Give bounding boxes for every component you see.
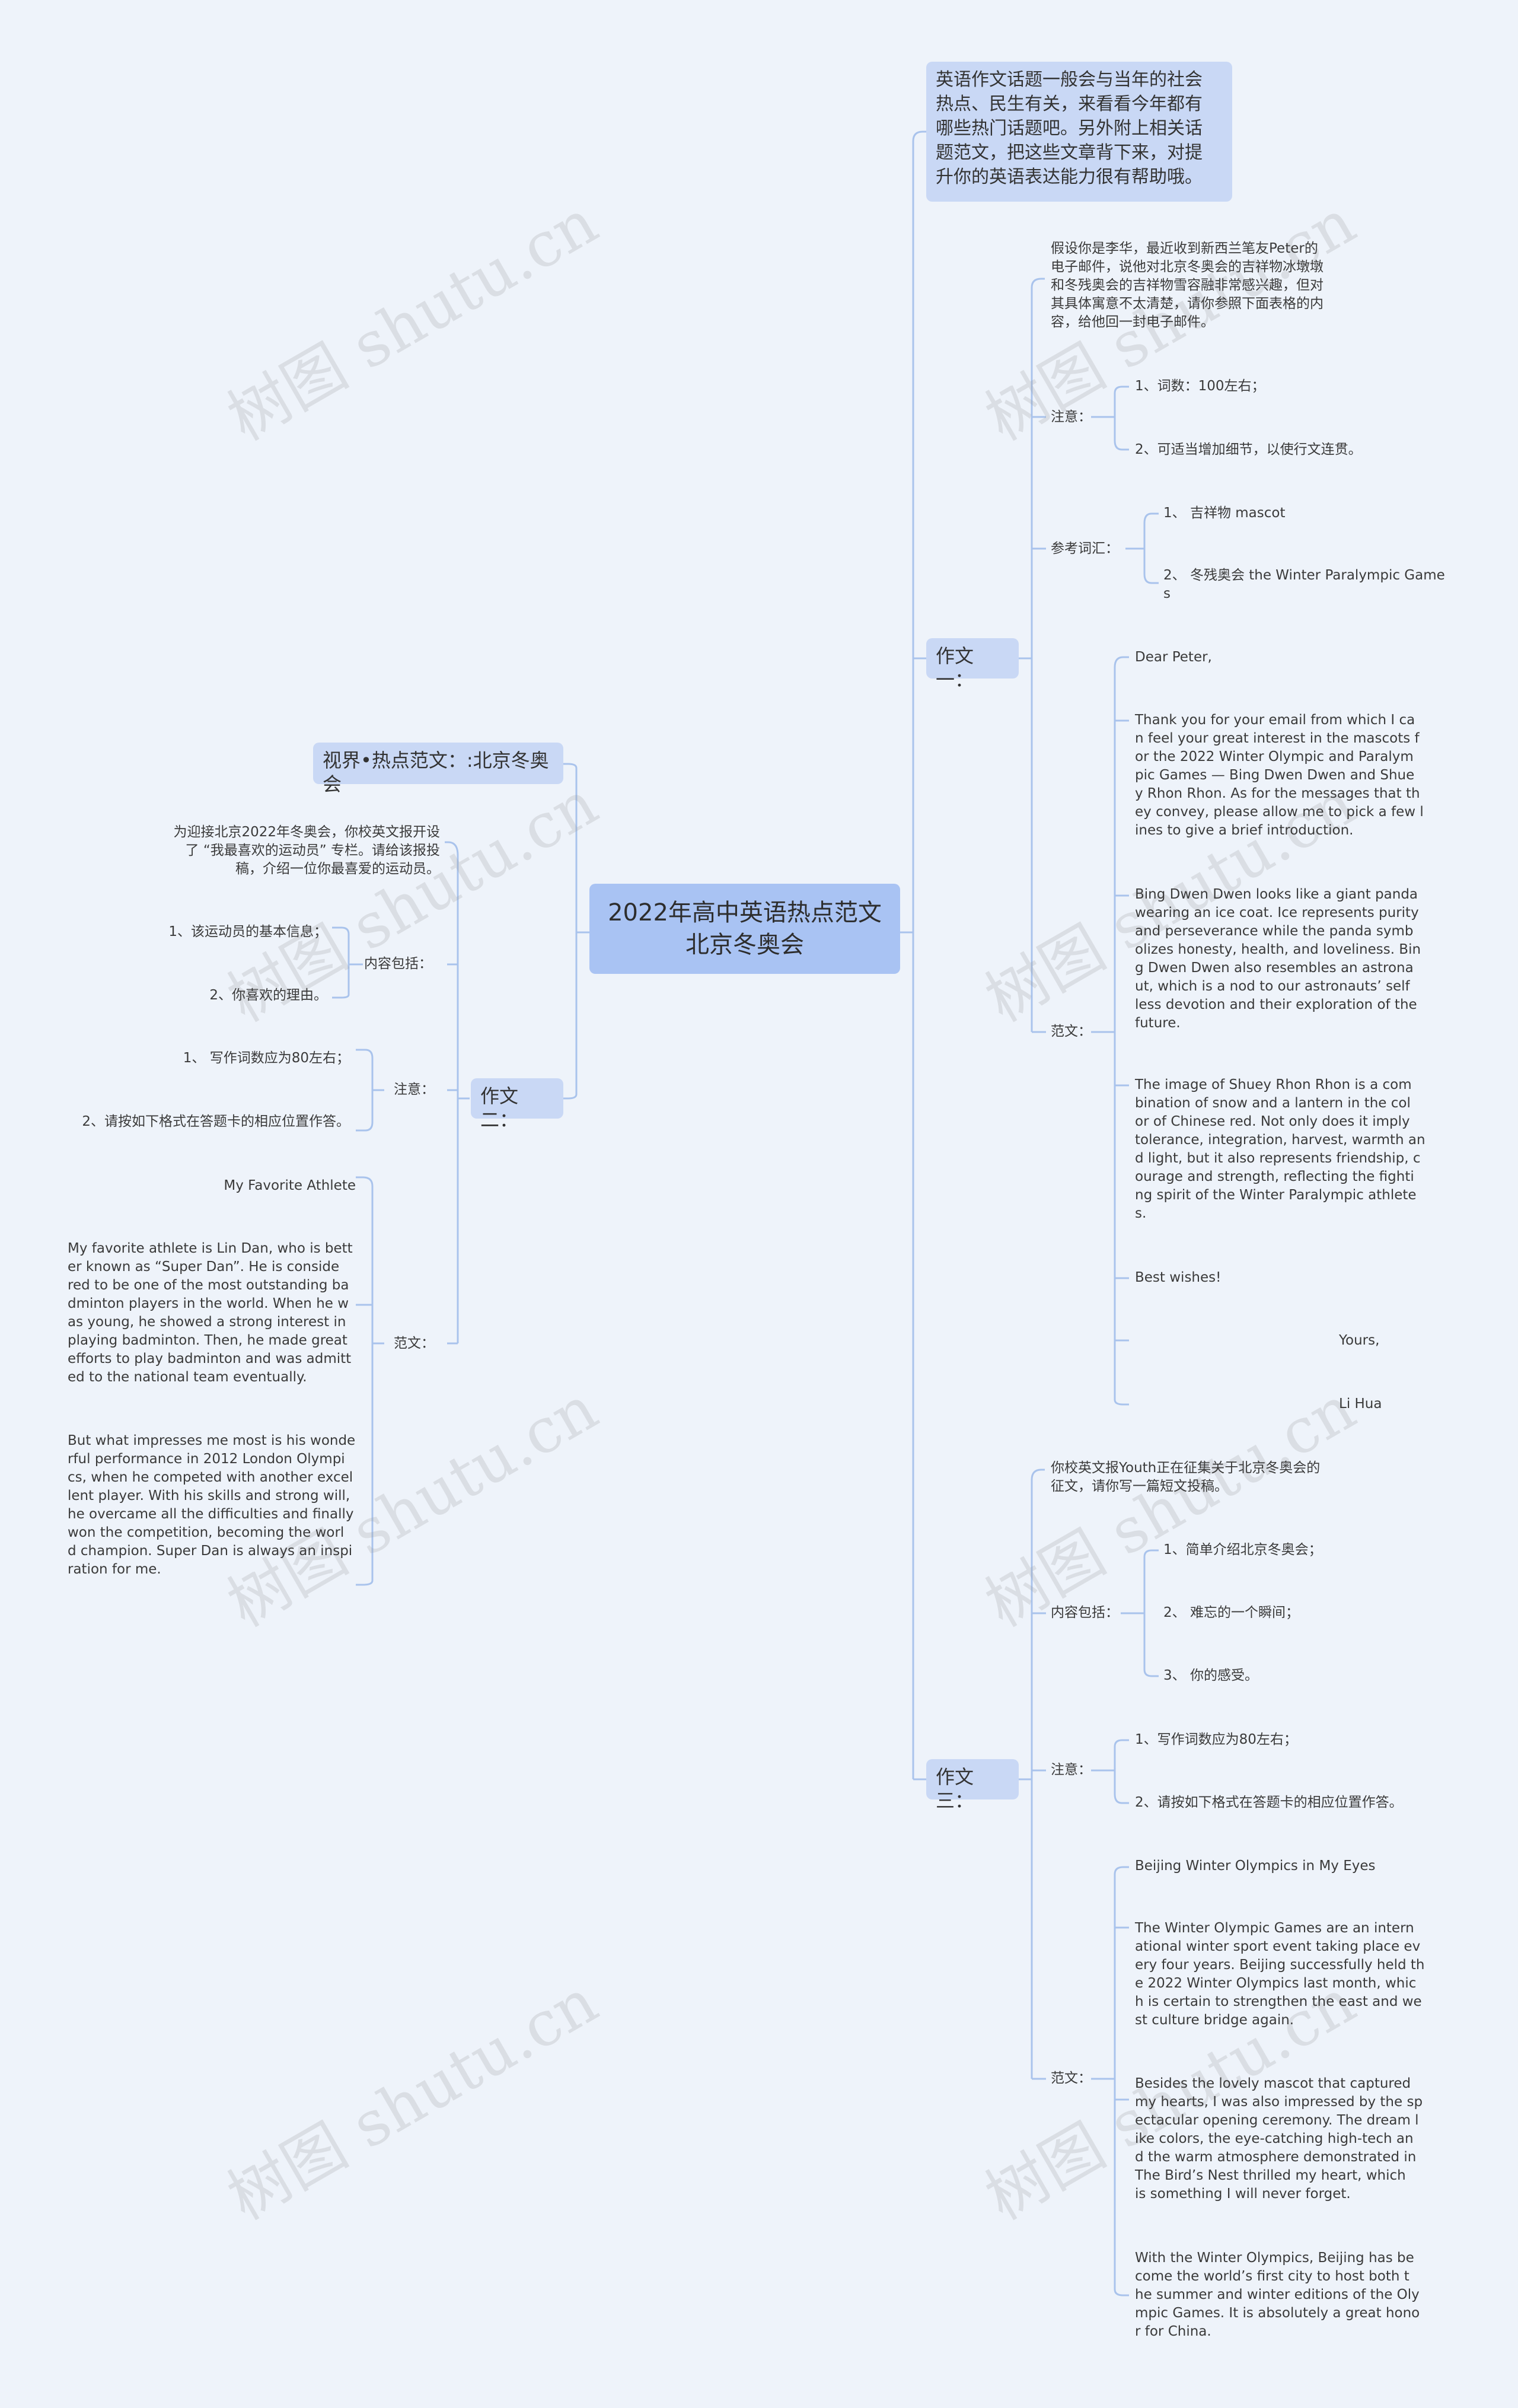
essay1-prompt: 假设你是李华，最近收到新西兰笔友Peter的 电子邮件，说他对北京冬奥会的吉祥物… [1051, 241, 1324, 330]
essay3-note-1: 1、写作词数应为80左右； [1135, 1732, 1297, 1747]
essay1-sample-name: Li Hua [1339, 1396, 1382, 1412]
intro-node[interactable]: 英语作文话题一般会与当年的社会 热点、民生有关，来看看今年都有 哪些热门话题吧。… [926, 62, 1232, 202]
essay3-content-3: 3、 你的感受。 [1163, 1668, 1258, 1683]
essay1-sample-paragraph: Thank you for your email from which I ca… [1135, 712, 1424, 838]
essay2-prompt: 为迎接北京2022年冬奥会，你校英文报开设 了 “我最喜欢的运动员” 专栏。请给… [173, 824, 440, 877]
essay3-sample-paragraph: Besides the lovely mascot that captured … [1135, 2076, 1423, 2202]
essay3-content-2: 2、 难忘的一个瞬间； [1163, 1605, 1299, 1620]
essay2-content-1: 1、该运动员的基本信息； [168, 924, 327, 939]
essay1-sample-paragraph: Bing Dwen Dwen looks like a giant panda … [1135, 887, 1421, 1031]
essay1-sample-closing: Best wishes! [1135, 1270, 1222, 1285]
essay1-note-label: 注意： [1051, 409, 1092, 425]
essay3-content-label: 内容包括： [1051, 1605, 1119, 1620]
essay3-content-1: 1、简单介绍北京冬奥会； [1163, 1542, 1322, 1557]
essay2-content-2: 2、你喜欢的理由。 [209, 988, 327, 1003]
essay3-sample-title: Beijing Winter Olympics in My Eyes [1135, 1858, 1376, 1874]
essay1-note-1: 1、词数：100左右； [1135, 378, 1265, 394]
essay2-note-2: 2、请按如下格式在答题卡的相应位置作答。 [82, 1114, 350, 1129]
essay2-note-1: 1、 写作词数应为80左右； [183, 1050, 350, 1066]
essay3-sample-label: 范文： [1051, 2071, 1092, 2086]
essay3-node[interactable]: 作文三： [926, 1759, 1019, 1812]
essay2-sample-label: 范文： [394, 1336, 435, 1351]
essay2-node[interactable]: 作文二： [471, 1078, 563, 1131]
essay3-sample-paragraph: The Winter Olympic Games are an intern a… [1135, 1920, 1425, 2028]
essay1-sample-greeting: Dear Peter, [1135, 649, 1212, 665]
essay2-title-node[interactable]: 视界•热点范文：:北京冬奥会 [313, 743, 563, 795]
essay3-sample-paragraph: With the Winter Olympics, Beijing has be… [1135, 2250, 1420, 2339]
essay1-note-2: 2、可适当增加细节，以使行文连贯。 [1135, 442, 1362, 457]
essay2-sample-title: My Favorite Athlete [224, 1178, 356, 1193]
essay2-sample-paragraph: But what impresses me most is his wonde … [68, 1433, 356, 1577]
essay3-note-label: 注意： [1051, 1762, 1092, 1778]
essay1-sample-sign: Yours, [1339, 1333, 1380, 1348]
essay3-note-2: 2、请按如下格式在答题卡的相应位置作答。 [1135, 1795, 1403, 1810]
essay2-sample-paragraph: My favorite athlete is Lin Dan, who is b… [68, 1241, 353, 1385]
essay1-sample-paragraph: The image of Shuey Rhon Rhon is a com bi… [1135, 1077, 1425, 1221]
root-node[interactable]: 2022年高中英语热点范文 北京冬奥会 [589, 884, 900, 974]
essay3-prompt: 你校英文报Youth正在征集关于北京冬奥会的 征文，请你写一篇短文投稿。 [1051, 1460, 1321, 1494]
essay1-vocab-2: 2、 冬残奥会 the Winter Paralympic Game s [1163, 568, 1445, 601]
essay2-content-label: 内容包括： [364, 956, 432, 972]
essay1-vocab-1: 1、 吉祥物 mascot [1163, 505, 1286, 521]
essay1-sample-label: 范文： [1051, 1024, 1092, 1039]
essay1-vocab-label: 参考词汇： [1051, 541, 1119, 556]
essay1-node[interactable]: 作文一： [926, 638, 1019, 691]
essay2-note-label: 注意： [394, 1082, 435, 1097]
